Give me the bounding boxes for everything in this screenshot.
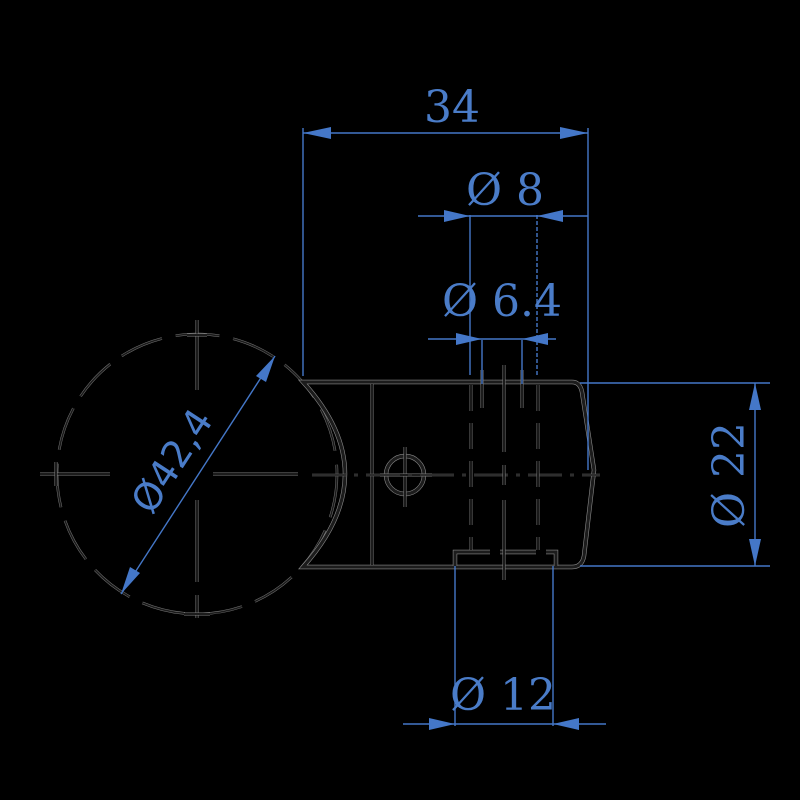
dimension-label-body-diameter: Ø 22 [704, 422, 755, 528]
bolt-hole [380, 447, 432, 507]
dimension-bore-inner: Ø 6.4 [428, 276, 562, 384]
dimension-label-34: 34 [424, 82, 480, 133]
dimension-label-bore-outer: Ø 8 [466, 165, 544, 216]
dimension-bore-outer: Ø 8 [418, 165, 588, 375]
dimension-overall-length: 34 [302, 82, 589, 470]
dimension-label-bore-inner: Ø 6.4 [442, 276, 562, 327]
bore-hidden-lines [469, 365, 540, 580]
dimension-body-diameter: Ø 22 [580, 382, 770, 567]
dimension-counterbore: Ø 12 [403, 566, 606, 730]
dimension-label-counterbore: Ø 12 [450, 670, 556, 721]
